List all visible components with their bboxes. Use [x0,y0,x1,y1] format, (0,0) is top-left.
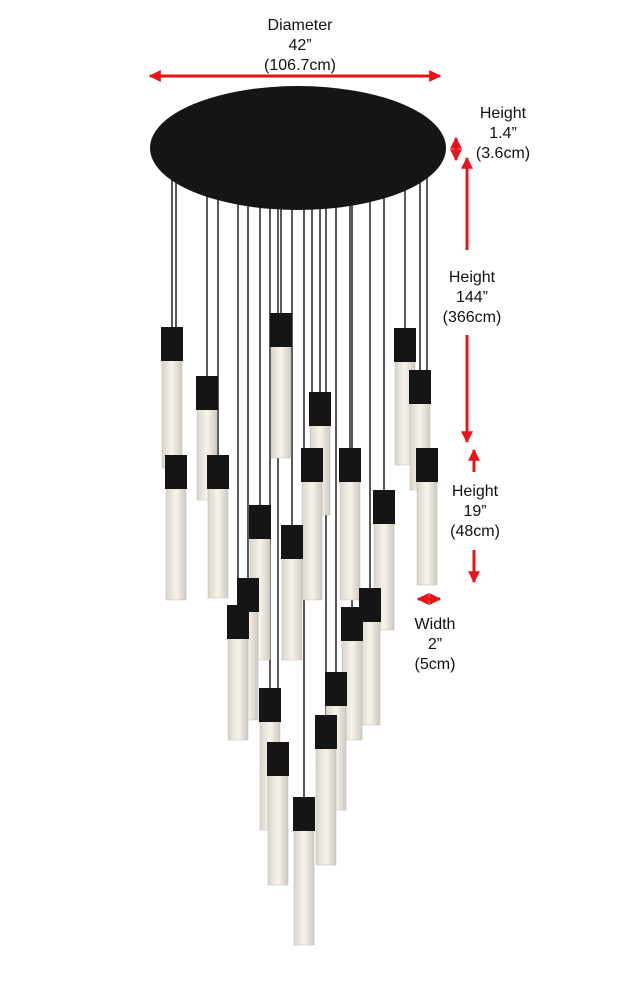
pendant-cap [196,376,218,410]
pendant-cap [359,588,381,622]
pendant-cap [301,448,323,482]
canopy-height-metric: (3.6cm) [475,145,531,162]
diameter-imperial: 42” [288,37,312,54]
pendant-light [281,525,303,661]
overall-height-metric: (366cm) [442,309,502,326]
pendant-height-metric: (48cm) [450,523,500,540]
pendant-width-imperial: 2” [427,636,443,653]
pendant-cap [267,742,289,776]
pendant-width-label: Width 2” (5cm) [405,615,465,675]
crystal-tube [161,356,183,469]
crystal-tube [293,826,315,946]
pendant-cap [165,455,187,489]
overall-height-label: Height 144” (366cm) [432,268,512,328]
overall-height-title: Height [448,269,496,286]
pendant-light [341,607,363,741]
pendant-cap [339,448,361,482]
crystal-tube [207,484,229,599]
pendant-light [315,715,337,866]
pendant-cap [207,455,229,489]
crystal-tube [416,477,438,586]
pendant-cap [309,392,331,426]
pendant-light [293,797,315,946]
pendant-cap [416,448,438,482]
crystal-tube [270,342,292,459]
crystal-tube [301,477,323,601]
pendant-cap [341,607,363,641]
pendant-cap [373,490,395,524]
pendant-light [207,455,229,599]
pendant-cap [281,525,303,559]
pendant-cap [227,605,249,639]
pendant-light [416,448,438,586]
pendant-cap [394,328,416,362]
pendant-light [161,327,183,469]
crystal-tube [267,771,289,886]
pendant-width-metric: (5cm) [414,656,456,673]
diameter-label: Diameter 42” (106.7cm) [240,16,360,76]
pendant-light [359,588,381,726]
crystal-tube [227,634,249,741]
overall-height-imperial: 144” [455,289,489,306]
pendant-cap [249,505,271,539]
crystal-tube [165,484,187,601]
pendant-cap [325,672,347,706]
pendant-light [301,448,323,601]
crystal-tube [315,744,337,866]
canopy [150,86,446,210]
diameter-title: Diameter [267,17,333,34]
pendant-cap [409,370,431,404]
canopy-height-title: Height [479,105,527,122]
dimension-arrows [148,70,480,605]
crystal-tube [281,554,303,661]
pendant-light [267,742,289,886]
canopy-height-label: Height 1.4” (3.6cm) [468,104,538,164]
pendant-width-title: Width [414,616,456,633]
pendant-cap [237,578,259,612]
pendant-cap [161,327,183,361]
pendant-cap [270,313,292,347]
pendant-light [165,455,187,601]
pendant-lights [161,313,438,946]
crystal-tube [339,477,361,601]
canopy-height-imperial: 1.4” [489,125,517,142]
diameter-metric: (106.7cm) [263,57,337,74]
pendant-cap [259,688,281,722]
pendant-height-imperial: 19” [463,503,487,520]
pendant-cap [315,715,337,749]
pendant-light [227,605,249,741]
pendant-light [339,448,361,601]
pendant-light [270,313,292,459]
pendant-height-label: Height 19” (48cm) [440,482,510,542]
pendant-cap [293,797,315,831]
pendant-height-title: Height [451,483,499,500]
